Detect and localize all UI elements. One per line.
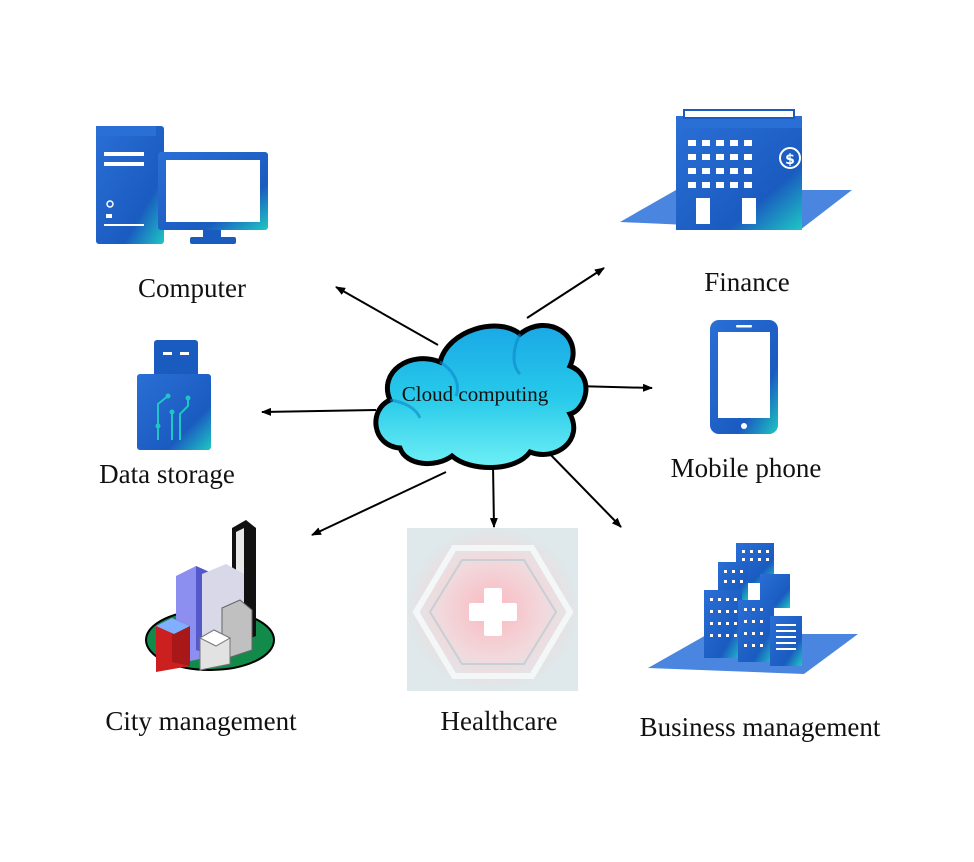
cloud-icon	[373, 322, 589, 470]
medical-cross-icon	[407, 528, 578, 691]
center-label: Cloud computing	[401, 382, 549, 406]
arrow-to-finance	[526, 267, 605, 319]
label-finance: Finance	[704, 267, 790, 297]
label-data-storage: Data storage	[99, 459, 235, 489]
label-computer: Computer	[138, 273, 246, 303]
arrow-to-computer	[335, 286, 439, 346]
bank-building-icon: $	[620, 109, 852, 230]
arrow-to-business-management	[545, 449, 622, 528]
label-business-management: Business management	[639, 712, 881, 742]
desktop-computer-icon	[96, 126, 268, 244]
smartphone-icon	[710, 320, 778, 434]
arrows	[261, 267, 653, 536]
arrow-to-healthcare	[489, 464, 498, 528]
label-healthcare: Healthcare	[440, 706, 558, 736]
office-tower-icon	[648, 543, 858, 674]
arrow-to-data-storage	[261, 407, 377, 416]
label-mobile-phone: Mobile phone	[670, 453, 822, 483]
arrow-to-city-management	[311, 471, 447, 536]
svg-text:$: $	[785, 152, 795, 168]
city-skyline-icon	[145, 520, 275, 672]
label-city-management: City management	[105, 706, 297, 736]
usb-drive-icon	[137, 340, 211, 450]
